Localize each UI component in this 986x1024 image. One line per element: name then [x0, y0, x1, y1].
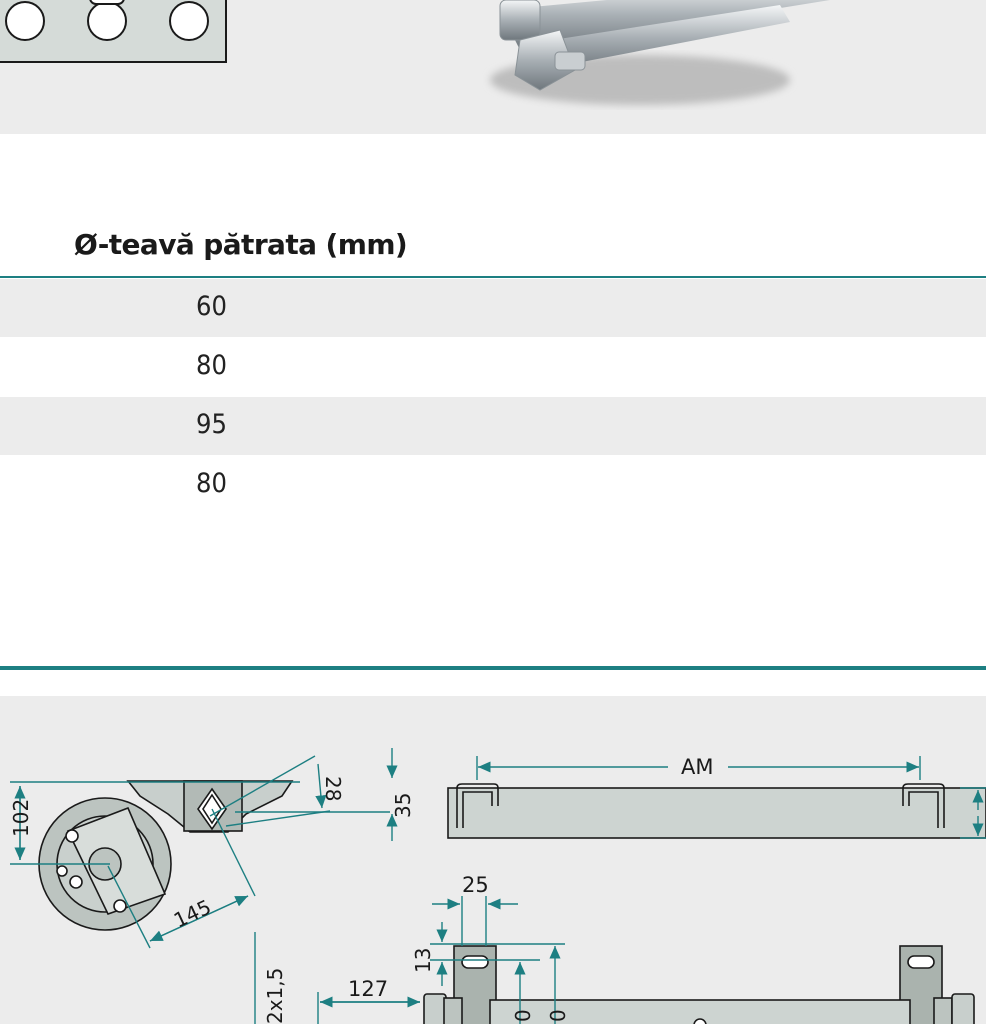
- header-divider: [0, 276, 986, 278]
- clamp-left: [456, 783, 499, 828]
- column-header: Ø-teavă pătrata (mm): [74, 228, 408, 261]
- dim-127: 127: [348, 977, 388, 1001]
- dim-13: 13: [411, 948, 435, 973]
- dim-2x15: 2x1,5: [263, 968, 287, 1024]
- product-photo-area: [0, 0, 986, 134]
- technical-drawing-area: 102 28 35 145 2x1,5 AM: [0, 696, 986, 1024]
- technical-drawing: 102 28 35 145 2x1,5 AM: [9, 748, 986, 1024]
- wheel-view: [38, 780, 294, 931]
- plate-hole: [87, 1, 127, 41]
- plate-hole: [169, 1, 209, 41]
- section-divider: [0, 666, 986, 670]
- plate-slot: [89, 0, 125, 5]
- plate-hole: [5, 1, 45, 41]
- dim-35: 35: [391, 793, 415, 818]
- table-cell: 80: [196, 468, 227, 499]
- axle-front-dimensions: [317, 896, 565, 1024]
- dim-am: AM: [681, 755, 713, 779]
- dim-102: 102: [9, 799, 33, 837]
- axle-top-view: [447, 783, 986, 839]
- table-cell: 80: [196, 350, 227, 381]
- dim-28: 28: [321, 776, 345, 801]
- nut: [554, 51, 586, 71]
- table-cell: 95: [196, 409, 227, 440]
- product-photo: [0, 0, 830, 105]
- square-socket-inner: [202, 793, 222, 825]
- table-cell: 60: [196, 291, 227, 322]
- table-row: 95: [0, 397, 986, 455]
- dim-0-a: 0: [511, 1009, 535, 1022]
- table-row: 60: [0, 279, 986, 337]
- bolt-shaft: [520, 5, 790, 70]
- bolt-head: [499, 0, 541, 41]
- dim-25: 25: [462, 873, 489, 897]
- table-row: 80: [0, 338, 986, 396]
- axle-top-dimensions: [476, 756, 986, 839]
- dim-0-b: 0: [546, 1009, 570, 1022]
- axle-beam: [447, 787, 986, 839]
- bolt-head: [514, 29, 576, 91]
- dim-145: 145: [170, 895, 215, 933]
- axle-front-view: [423, 945, 975, 1024]
- table-row: 80: [0, 456, 986, 514]
- wheel-dimensions: [10, 748, 398, 1024]
- clamp-right: [902, 783, 945, 828]
